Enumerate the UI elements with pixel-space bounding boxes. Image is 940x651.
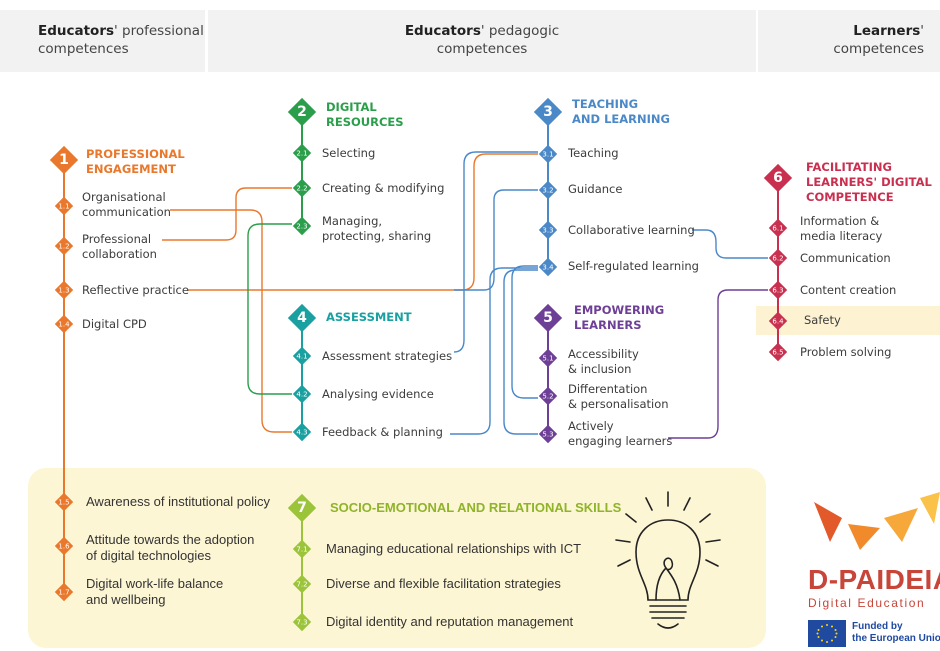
brand-name: D-PAIDEIA	[808, 564, 940, 595]
item-3-3-label: Collaborative learning	[568, 223, 695, 237]
link-1-2-to-2-2	[162, 187, 292, 241]
header-learners: Learners'competences	[758, 10, 940, 72]
eu-flag-icon	[808, 620, 846, 647]
item-3-2-label: Guidance	[568, 182, 623, 196]
item-3-4-label: Self-regulated learning	[568, 259, 699, 273]
item-7-1-label: Managing educational relationships with …	[326, 541, 582, 556]
socio-emotional-panel	[28, 468, 766, 648]
link-3-3-to-6-2	[692, 229, 768, 259]
item-7-3-label: Digital identity and reputation manageme…	[326, 614, 574, 629]
link-4-1-to-3-1	[453, 151, 538, 353]
area4-title: ASSESSMENT	[326, 310, 412, 324]
item-6-5-label: Problem solving	[800, 345, 892, 359]
d-paideia-logo-icon	[814, 492, 940, 550]
item-4-2-label: Analysing evidence	[322, 387, 434, 401]
link-1-3-to-3-2	[454, 189, 538, 291]
item-1-5-label: Awareness of institutional policy	[86, 494, 271, 509]
item-7-2-label: Diverse and flexible facilitation strate…	[326, 576, 561, 591]
item-2-2-label: Creating & modifying	[322, 181, 445, 195]
lightbulb-icon	[615, 491, 721, 629]
link-1-1-to-4-3	[170, 209, 292, 433]
item-2-1-label: Selecting	[322, 146, 376, 160]
link-4-3-to-3-4	[450, 267, 538, 435]
item-1-4-label: Digital CPD	[82, 317, 147, 331]
item-4-1-label: Assessment strategies	[322, 349, 453, 363]
item-6-4-label: Safety	[804, 313, 841, 327]
item-7-2-badge-icon: 7.2	[292, 574, 312, 594]
item-5-1-label: Accessibility& inclusion	[568, 347, 639, 376]
brand-tagline: Digital Education	[808, 596, 926, 610]
item-4-3-label: Feedback & planning	[322, 425, 443, 439]
link-5-3-to-6-3	[668, 289, 768, 439]
item-7-3-badge-icon: 7.3	[292, 612, 312, 632]
link-3-4-to-5-3	[503, 269, 538, 435]
link-3-4-to-5-2	[511, 265, 538, 399]
item-2-3-label: Managing,protecting, sharing	[322, 214, 432, 243]
area7-badge-icon: 7	[287, 493, 317, 523]
area7-title: SOCIO-EMOTIONAL AND RELATIONAL SKILLS	[330, 500, 622, 515]
link-2-3-to-4-2	[247, 223, 292, 395]
item-3-1-label: Teaching	[568, 146, 619, 160]
item-6-1-label: Information &media literacy	[800, 214, 883, 243]
item-5-2-label: Differentation& personalisation	[568, 382, 669, 411]
item-6-2-label: Communication	[800, 251, 891, 265]
item-1-3-label: Reflective practice	[82, 283, 189, 297]
item-7-1-badge-icon: 7.1	[292, 539, 312, 559]
item-6-3-label: Content creation	[800, 283, 897, 297]
